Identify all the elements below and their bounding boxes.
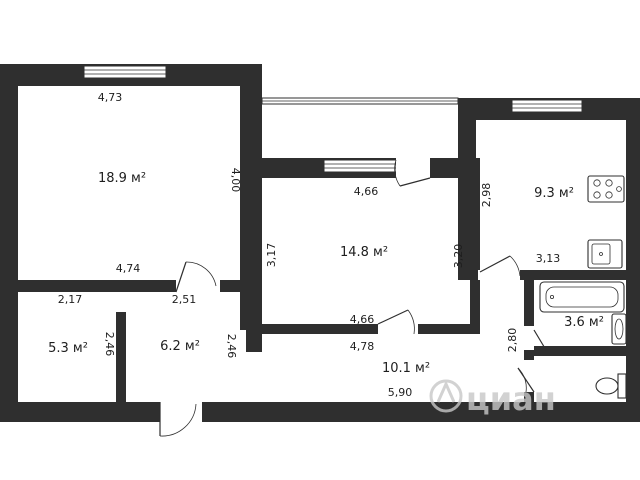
- wall-bath-left: [524, 276, 534, 334]
- wall-middle-right: [470, 158, 480, 334]
- window-kitchen: [511, 99, 583, 113]
- dim-closet-left-height: 2,46: [103, 332, 116, 357]
- walls: [0, 64, 640, 422]
- door-bathroom: [524, 326, 547, 351]
- stove: [587, 175, 625, 203]
- area-closet-right: 6.2 м²: [160, 339, 200, 354]
- dim-middle-top: 4,66: [354, 185, 379, 198]
- watermark: циан: [429, 379, 556, 418]
- window-big-room: [83, 65, 167, 79]
- wall-outer-right: [626, 98, 640, 422]
- bathtub: [539, 281, 625, 313]
- dim-kitchen-height: 2,98: [480, 183, 493, 208]
- wall-bath-bottom: [524, 346, 640, 356]
- toilet: [595, 373, 627, 399]
- wall-middle-bottom: [240, 324, 480, 334]
- wall-big-room-bottom: [0, 280, 262, 292]
- watermark-logo-icon: [429, 379, 463, 413]
- dim-bath-height: 2,80: [506, 328, 519, 353]
- wall-wc-left: [524, 392, 534, 406]
- kitchen-sink: [587, 239, 623, 269]
- door-wc: [517, 360, 535, 393]
- door-kitchen: [478, 255, 521, 280]
- dim-middle-right: 3,20: [452, 244, 465, 269]
- dim-big-room-bottom: 4,74: [116, 262, 141, 275]
- door-closet-left: [116, 292, 126, 312]
- dim-closet-left-width: 2,17: [58, 293, 83, 306]
- area-big-room: 18.9 м²: [98, 171, 146, 186]
- dim-big-room-height: 4,00: [229, 168, 242, 193]
- dimension-labels: 4,73 4,74 4,00 4,66 4,66 3,17 3,20 2,98 …: [58, 91, 561, 399]
- door-middle-room: [377, 309, 418, 335]
- fixtures: [539, 175, 627, 399]
- area-middle-room: 14.8 м²: [340, 245, 388, 260]
- wall-closet-divider: [116, 286, 126, 406]
- watermark-text: циан: [466, 380, 556, 418]
- wall-big-room-right: [240, 64, 262, 326]
- area-bathroom: 3.6 м²: [564, 315, 604, 330]
- wall-loggia-right: [458, 98, 464, 278]
- wall-bath-left-low: [524, 346, 534, 360]
- area-labels: 18.9 м² 14.8 м² 9.3 м² 3.6 м² 5.3 м² 6.2…: [48, 171, 604, 376]
- window-middle-room: [323, 159, 397, 173]
- window-loggia: [261, 97, 459, 105]
- dim-big-room-top: 4,73: [98, 91, 123, 104]
- windows: [83, 65, 583, 173]
- door-big-room: [175, 261, 220, 293]
- wall-outer-left: [0, 64, 18, 422]
- opening-hall-right: [240, 352, 262, 402]
- dim-closet-right-height: 2,46: [225, 334, 238, 359]
- dim-middle-bottom: 4,66: [350, 313, 375, 326]
- door-closet-right: [236, 330, 246, 352]
- dim-hall-bottom: 5,90: [388, 386, 413, 399]
- wall-outer-bottom: [0, 402, 632, 422]
- dim-closet-right-width: 2,51: [172, 293, 197, 306]
- dim-kitchen-width: 3,13: [536, 252, 561, 265]
- dim-hall-top: 4,78: [350, 340, 375, 353]
- door-balcony: [394, 158, 431, 187]
- wall-kitchen-bottom: [476, 270, 640, 280]
- doors: [116, 158, 547, 437]
- bathroom-sink: [611, 313, 627, 345]
- door-entrance: [159, 402, 202, 437]
- dim-middle-left: 3,17: [265, 243, 278, 268]
- area-closet-left: 5.3 м²: [48, 341, 88, 356]
- area-hallway: 10.1 м²: [382, 361, 430, 376]
- area-kitchen: 9.3 м²: [534, 186, 574, 201]
